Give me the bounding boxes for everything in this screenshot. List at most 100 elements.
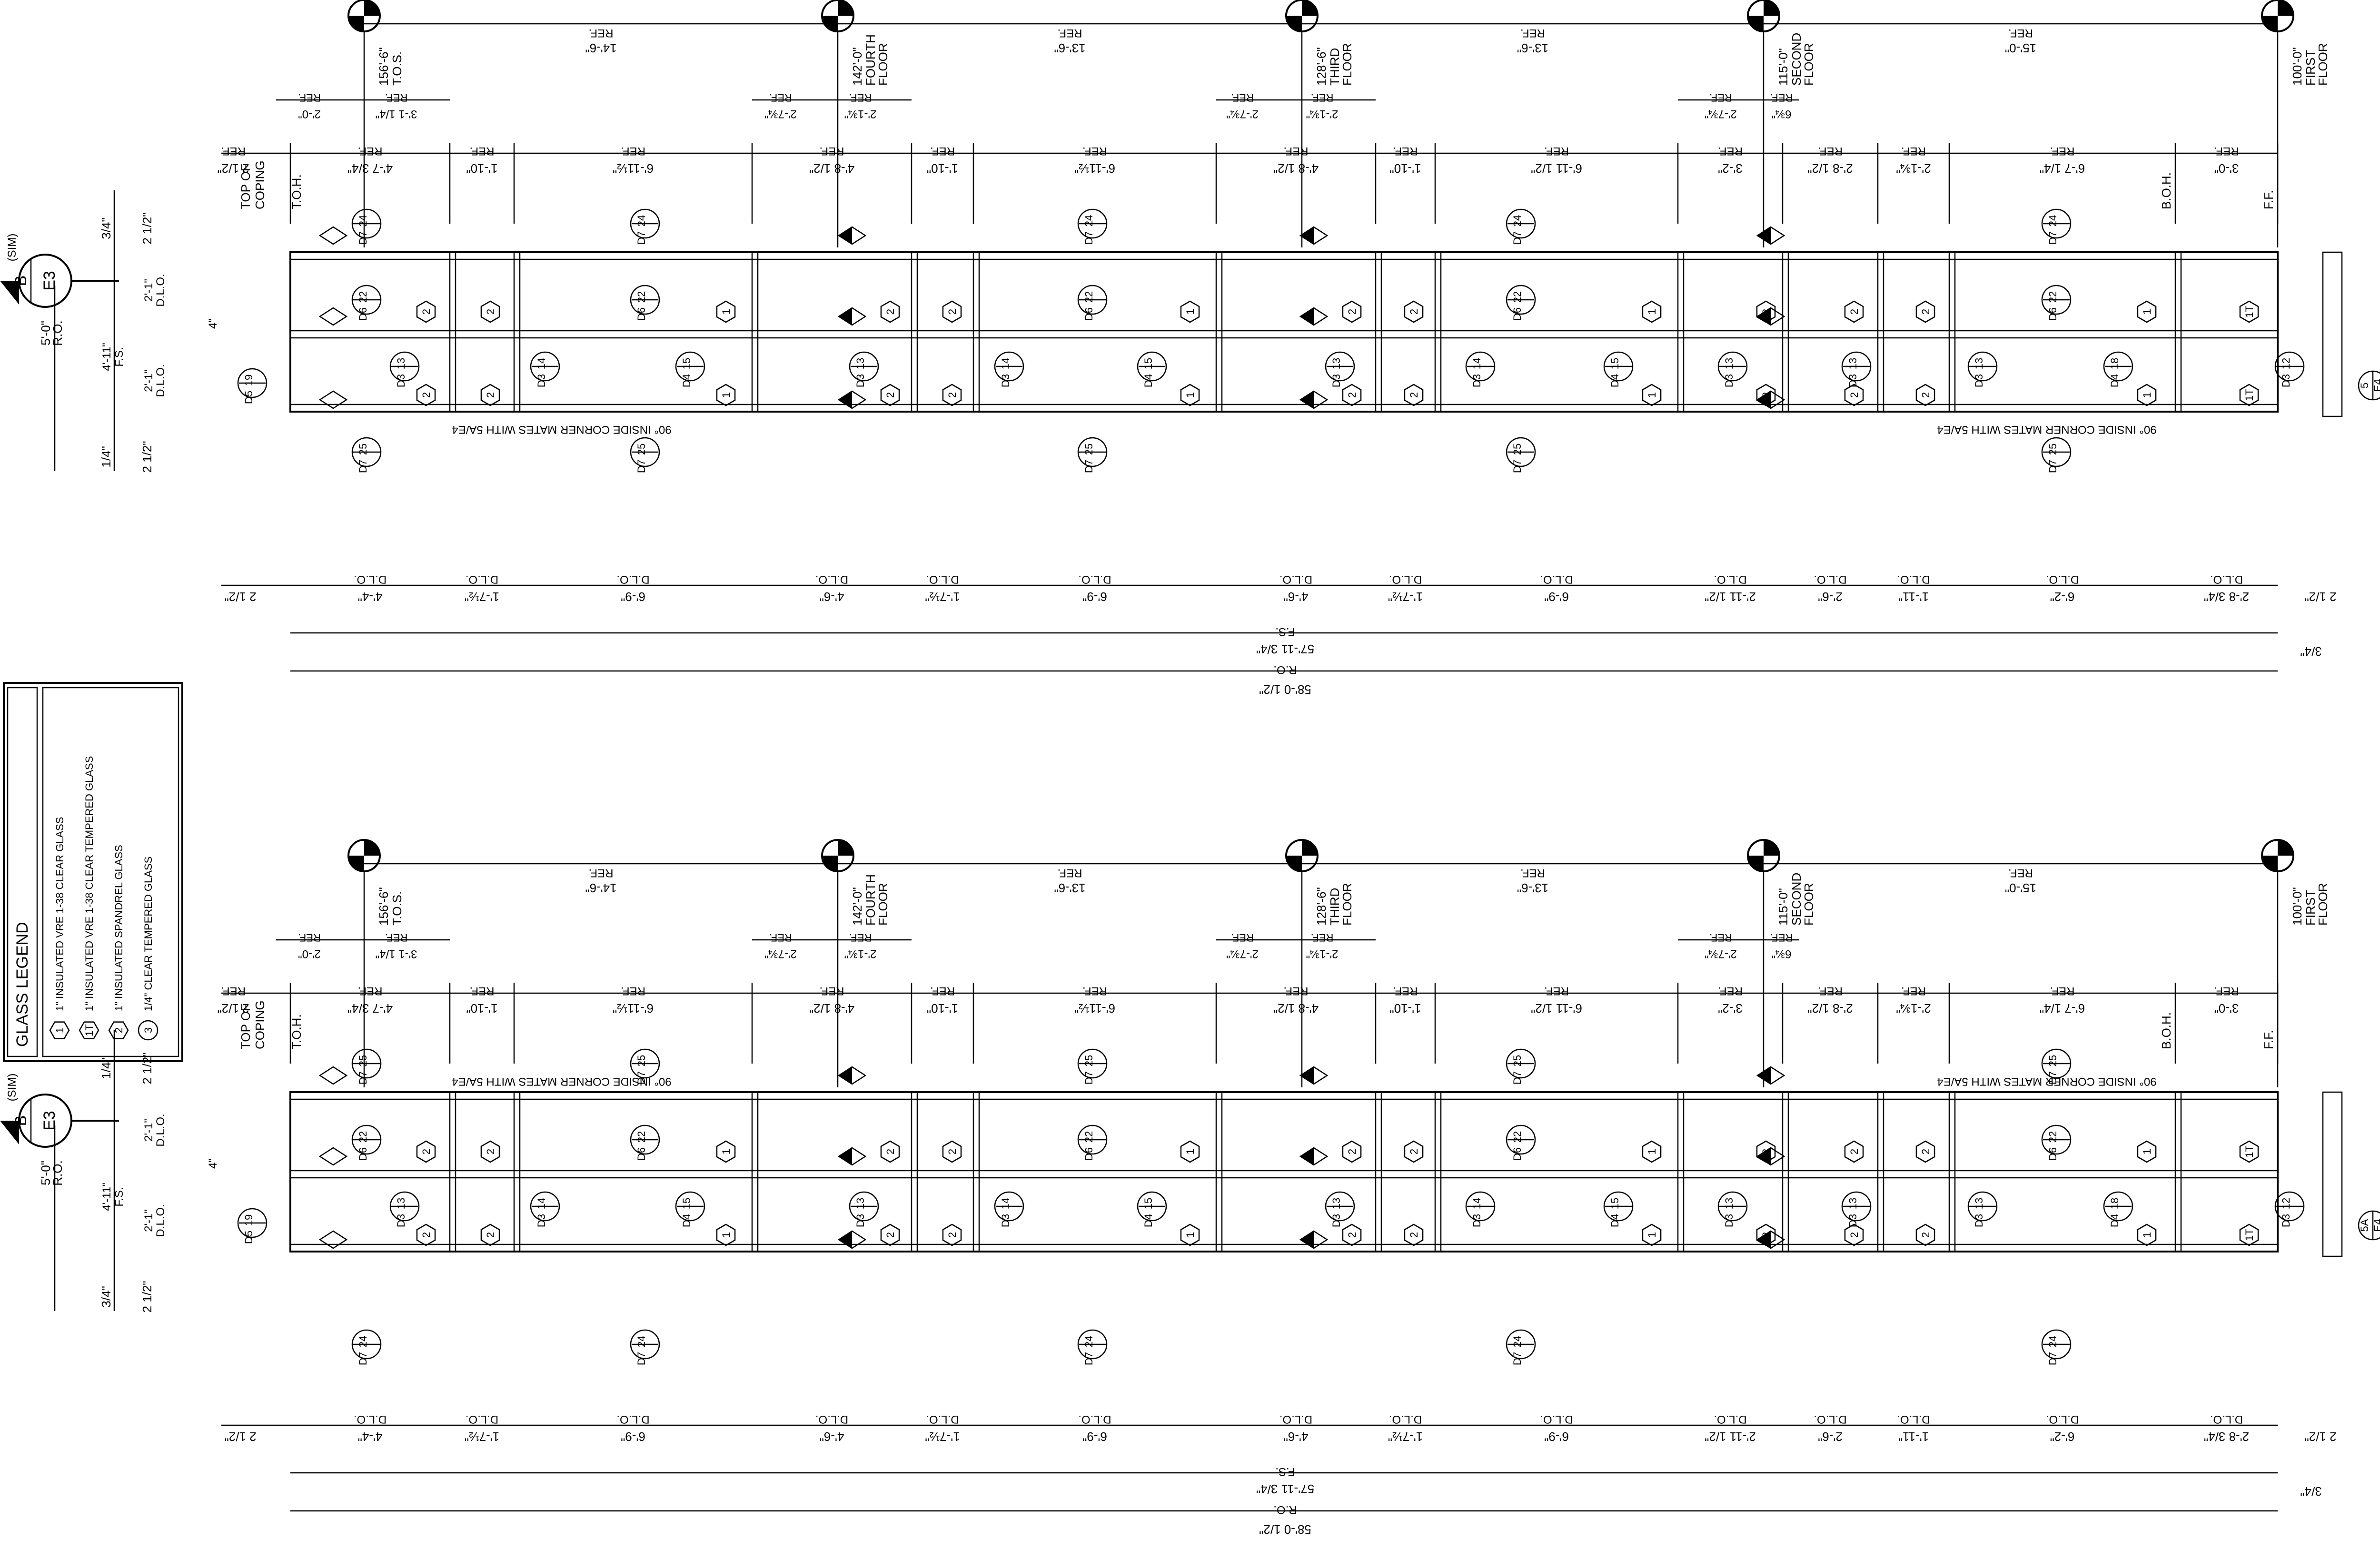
- detail-number: 13: [1847, 1198, 1859, 1209]
- dlo-label: D.L.O.: [466, 1413, 498, 1426]
- level-name: FOURTH: [863, 34, 878, 86]
- detail-number: 25: [357, 444, 369, 455]
- section-marker-fill: [1300, 1231, 1314, 1248]
- left-label: TOP OF: [238, 1004, 253, 1049]
- level-elevation: 128'-6": [1314, 887, 1329, 926]
- detail-sheet: D3: [1000, 1214, 1012, 1227]
- level-elevation: 142'-0": [850, 47, 864, 86]
- glass-type-hexagon: [880, 384, 900, 406]
- glass-type-hexagon: [942, 300, 962, 323]
- side-dimension: D.L.O.: [154, 274, 167, 306]
- glass-type-hexagon: [716, 384, 736, 406]
- dlo-label: D.L.O.: [926, 1413, 959, 1426]
- glass-type-label: 2: [420, 1232, 432, 1238]
- fs-dimension: 57'-11 3/4": [1256, 1482, 1314, 1496]
- detail-number: 19: [243, 375, 255, 386]
- detail-number: 22: [1511, 291, 1523, 303]
- dlo-dimension: 6'-9": [1544, 1430, 1569, 1444]
- detail-callout-bottom: [630, 437, 660, 467]
- dlo-dimension: 4'-6": [820, 1430, 844, 1444]
- detail-sheet: D7: [1511, 460, 1523, 473]
- detail-callout-mid: [849, 1191, 879, 1222]
- top-dimension: 6'-11½": [1074, 1001, 1115, 1016]
- detail-number: 15: [1609, 358, 1621, 369]
- section-marker-fill: [1300, 1067, 1314, 1084]
- section-marker-fill: [1300, 1148, 1314, 1165]
- left-label: TOP OF: [238, 164, 253, 209]
- dlo-label: D.L.O.: [1714, 573, 1746, 586]
- section-marker-fill: [1300, 391, 1314, 408]
- dlo-dimension: 1'-11": [1898, 1430, 1929, 1444]
- detail-number: 24: [2047, 215, 2059, 227]
- ref-label: REF.: [1818, 145, 1843, 158]
- upper-ref-dimension: 2'-7¾": [1226, 947, 1259, 960]
- side-dimension: 1/4": [99, 1057, 113, 1079]
- corner-note: 90° INSIDE CORNER MATES WITH 5A/E4: [452, 1075, 671, 1088]
- right-dimension: 3/4": [2300, 1484, 2321, 1499]
- ref-label: REF.: [298, 92, 321, 104]
- detail-sheet: D6: [357, 307, 369, 321]
- section-marker: [318, 1230, 348, 1249]
- top-dimension: 6'-11½": [613, 1001, 654, 1016]
- section-marker: [318, 226, 348, 245]
- section-marker-fill: [839, 1231, 852, 1248]
- dlo-label: D.L.O.: [466, 573, 498, 586]
- detail-callout-d6: [1077, 285, 1108, 315]
- top-dimension: 1'-10": [466, 1001, 497, 1016]
- detail-sheet: D7: [357, 1071, 369, 1085]
- detail-number: 24: [635, 215, 647, 227]
- side-dimension: 2'-1": [142, 1209, 155, 1232]
- dlo-dimension: 1'-7½": [1388, 1430, 1423, 1444]
- detail-number: 25: [1083, 444, 1095, 455]
- detail-callout-mid: [1717, 351, 1748, 382]
- detail-callout-top: [2041, 1048, 2072, 1079]
- detail-sheet: D3: [1471, 1214, 1483, 1227]
- dlo-label: D.L.O.: [616, 1413, 649, 1426]
- glass-type-hexagon: [2137, 384, 2157, 406]
- upper-ref-dimension: 6¾": [1772, 108, 1792, 120]
- detail-callout-d6: [351, 285, 382, 315]
- detail-sheet: D6: [635, 307, 647, 321]
- ref-label: REF.: [1283, 145, 1308, 158]
- glass-type-hexagon: [2137, 300, 2157, 323]
- glass-type-label: 2: [485, 309, 496, 315]
- detail-number: 13: [1973, 1198, 1985, 1209]
- detail-sheet: D3: [536, 374, 547, 387]
- top-dimension: 2'-8 1/2": [1807, 1001, 1853, 1016]
- detail-sheet: D4: [2109, 374, 2121, 387]
- detail-sheet: D7: [635, 1071, 647, 1085]
- dlo-label: D.L.O.: [616, 573, 649, 586]
- detail-callout-mid: [389, 351, 420, 382]
- detail-number: 13: [1847, 358, 1859, 369]
- ro-dimension: 58'-0 1/2": [1259, 682, 1311, 697]
- level-head-fill: [1764, 0, 1779, 16]
- dlo-dimension: 6'-2": [2050, 590, 2075, 604]
- detail-number: 24: [1511, 215, 1523, 227]
- glass-type-label: 1: [720, 1149, 732, 1154]
- glass-type-hexagon: [2239, 300, 2259, 323]
- detail-sheet: D4: [1142, 1214, 1154, 1227]
- level-name: T.O.S.: [390, 891, 404, 926]
- level-name: FLOOR: [876, 883, 890, 926]
- right-label: B.O.H.: [2159, 1012, 2173, 1049]
- level-elevation: 156'-6": [377, 47, 391, 86]
- detail-sheet: D7: [2047, 460, 2059, 473]
- top-dimension: 1'-10": [466, 161, 497, 176]
- section-marker: [318, 307, 348, 326]
- ref-label: REF.: [1082, 985, 1107, 997]
- ref-label: REF.: [1770, 932, 1793, 944]
- detail-callout-mid: [675, 351, 705, 382]
- detail-number: 24: [635, 1336, 647, 1347]
- detail-number: 24: [2047, 1336, 2059, 1347]
- ref-label: REF.: [819, 145, 844, 158]
- glass-tag-circle: [138, 1020, 159, 1041]
- ref-label: REF.: [357, 985, 382, 997]
- glass-type-label: 2: [1920, 309, 1932, 315]
- glass-type-label: 2: [946, 309, 958, 315]
- detail-callout-top: [1506, 1048, 1536, 1079]
- detail-callout-mid: [994, 1191, 1024, 1222]
- legend-tag: 2: [113, 1027, 125, 1033]
- dlo-dimension: 4'-4": [358, 590, 383, 604]
- detail-number: 15: [1142, 1198, 1154, 1209]
